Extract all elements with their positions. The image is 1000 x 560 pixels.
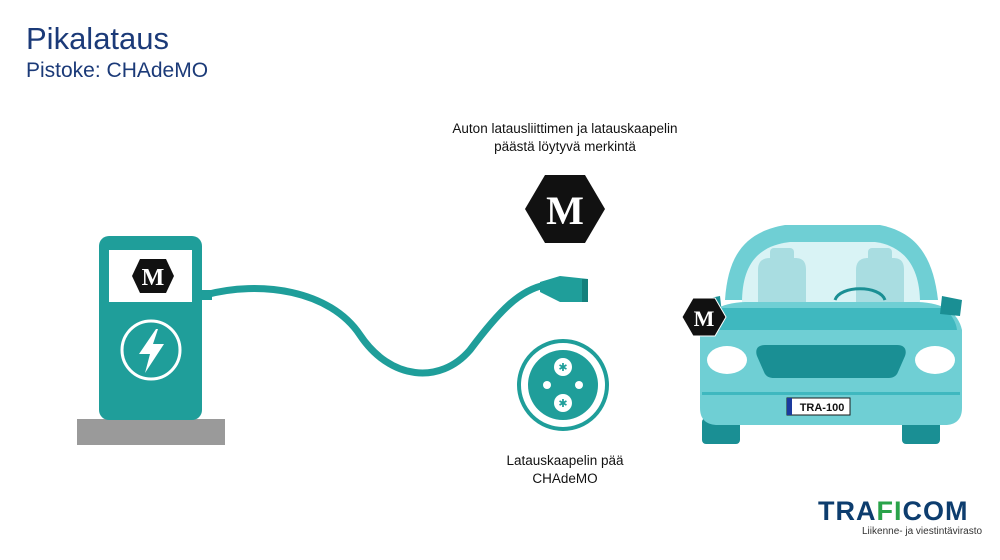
car-grille — [756, 345, 906, 378]
logo-word-part3: COM — [902, 496, 969, 526]
chademo-connector-icon: ✱ ✱ — [517, 339, 609, 431]
car-seat-right — [856, 258, 904, 303]
traficom-logo: TRAFICOM Liikenne- ja viestintävirasto — [818, 497, 984, 537]
charging-station: M — [77, 236, 225, 445]
logo-wordmark: TRAFICOM — [818, 497, 984, 525]
car-marker-letter: M — [694, 306, 715, 331]
page-title: Pikalataus — [26, 21, 170, 56]
svg-text:✱: ✱ — [558, 397, 567, 410]
station-hexagon-marker: M — [132, 259, 174, 293]
car-seat-left — [758, 258, 806, 303]
car-illustration: TRA-100 — [700, 225, 962, 444]
hexagon-m-marker: M — [525, 175, 605, 243]
cable-connector — [540, 276, 588, 302]
logo-word-part2: FI — [876, 496, 903, 526]
lightning-icon — [120, 319, 182, 381]
cable-end-label: Latauskaapelin pää CHAdeMO — [506, 453, 624, 486]
station-base — [77, 419, 225, 445]
logo-tagline: Liikenne- ja viestintävirasto — [862, 526, 983, 537]
svg-text:✱: ✱ — [558, 361, 567, 374]
logo-word-part1: TRA — [818, 496, 877, 526]
page-subtitle: Pistoke: CHAdeMO — [26, 59, 209, 82]
top-marker-letter: M — [546, 188, 584, 233]
car-headlight-left — [707, 346, 747, 374]
marking-label: Auton latausliittimen ja latauskaapelin … — [452, 121, 678, 154]
charging-cable — [201, 281, 549, 377]
car-steering-wheel — [833, 287, 887, 301]
license-plate-text: TRA-100 — [800, 402, 845, 414]
car-hexagon-marker: M — [681, 297, 727, 337]
car-headlight-right — [915, 346, 955, 374]
station-marker-letter: M — [142, 265, 165, 291]
